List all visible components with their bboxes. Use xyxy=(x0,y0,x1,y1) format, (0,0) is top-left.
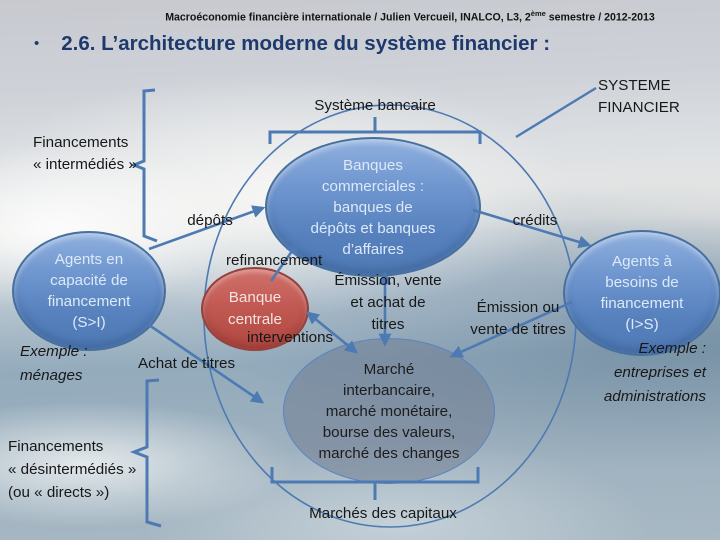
course-header-text-end: semestre / 2012-2013 xyxy=(545,11,655,24)
course-header-superscript: ème xyxy=(530,9,546,18)
label-emission-ou-vente-titres: Émission ou vente de titres xyxy=(470,299,566,338)
label-exemple-entreprises-administrations: Exemple : entreprises et administrations xyxy=(603,340,706,405)
label-financements-intermedies: Financements « intermédiés » xyxy=(33,134,137,173)
course-header-text: Macroéconomie financière internationale … xyxy=(165,11,531,24)
label-credits: crédits xyxy=(512,212,558,229)
label-financements-desintermedies: Financements « désintermédiés » (ou « di… xyxy=(8,438,137,501)
page-title: 2.6. L’architecture moderne du système f… xyxy=(61,32,551,55)
label-depots: dépôts xyxy=(187,212,233,229)
label-marches-des-capitaux: Marchés des capitaux xyxy=(309,505,457,522)
systeme-financier-pointer-line xyxy=(515,86,597,139)
course-header: Macroéconomie financière internationale … xyxy=(100,9,720,24)
label-exemple-menages: Exemple : ménages xyxy=(20,343,88,384)
node-agents-capacite-financement: Agents en capacité de financement (S>I) xyxy=(12,231,166,351)
label-systeme-financier: SYSTEME FINANCIER xyxy=(598,77,680,116)
label-interventions: interventions xyxy=(247,329,334,346)
label-systeme-bancaire: Système bancaire xyxy=(314,97,436,114)
slide-title-row: • 2.6. L’architecture moderne du système… xyxy=(30,30,700,58)
bullet-icon: • xyxy=(34,35,40,52)
node-marches-capitaux: Marché interbancaire, marché monétaire, … xyxy=(283,338,495,484)
label-refinancement: refinancement xyxy=(226,252,323,269)
label-achat-de-titres: Achat de titres xyxy=(138,355,236,372)
